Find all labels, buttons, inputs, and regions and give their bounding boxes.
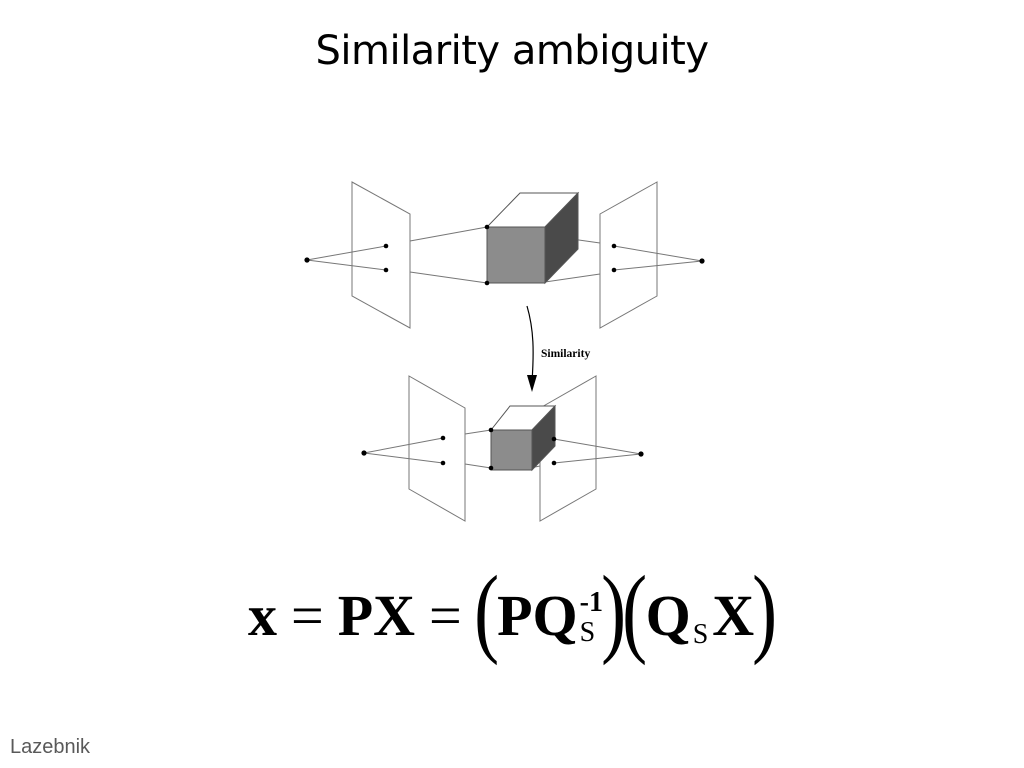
top-left-image-plane <box>351 181 411 329</box>
bottom-right-image-plane <box>539 375 597 522</box>
inverse-superscript: -1 <box>579 587 603 618</box>
bottom-points <box>361 427 644 471</box>
top-cube <box>485 191 580 285</box>
equals-sign: = <box>291 582 324 648</box>
image-point-x: x <box>248 582 277 648</box>
projection-equation: x = PX = ( PQ -1 S ) ( Q S X ) <box>248 555 778 670</box>
bottom-cube <box>489 404 557 472</box>
top-scene <box>306 181 703 329</box>
world-point-x: X <box>712 582 755 648</box>
s-subscript-1: S <box>579 617 596 648</box>
open-paren-1: ( <box>473 555 499 666</box>
bottom-left-image-plane <box>408 375 466 522</box>
equals-sign-2: = <box>429 582 462 648</box>
pq-term: PQ <box>497 582 578 648</box>
projection-px: PX <box>337 582 416 648</box>
slide-title: Similarity ambiguity <box>315 28 709 74</box>
arrow-label: Similarity <box>541 348 590 360</box>
close-paren-2: ) <box>752 555 778 666</box>
author-credit: Lazebnik <box>10 736 91 758</box>
inverse-script: -1 S <box>579 587 603 647</box>
top-right-image-plane <box>599 181 658 329</box>
close-paren-1: ) <box>601 555 627 666</box>
s-subscript-2: S <box>692 619 709 650</box>
open-paren-2: ( <box>622 555 648 666</box>
similarity-arrow <box>526 305 537 392</box>
q-term: Q <box>645 582 691 648</box>
top-points <box>304 224 705 286</box>
